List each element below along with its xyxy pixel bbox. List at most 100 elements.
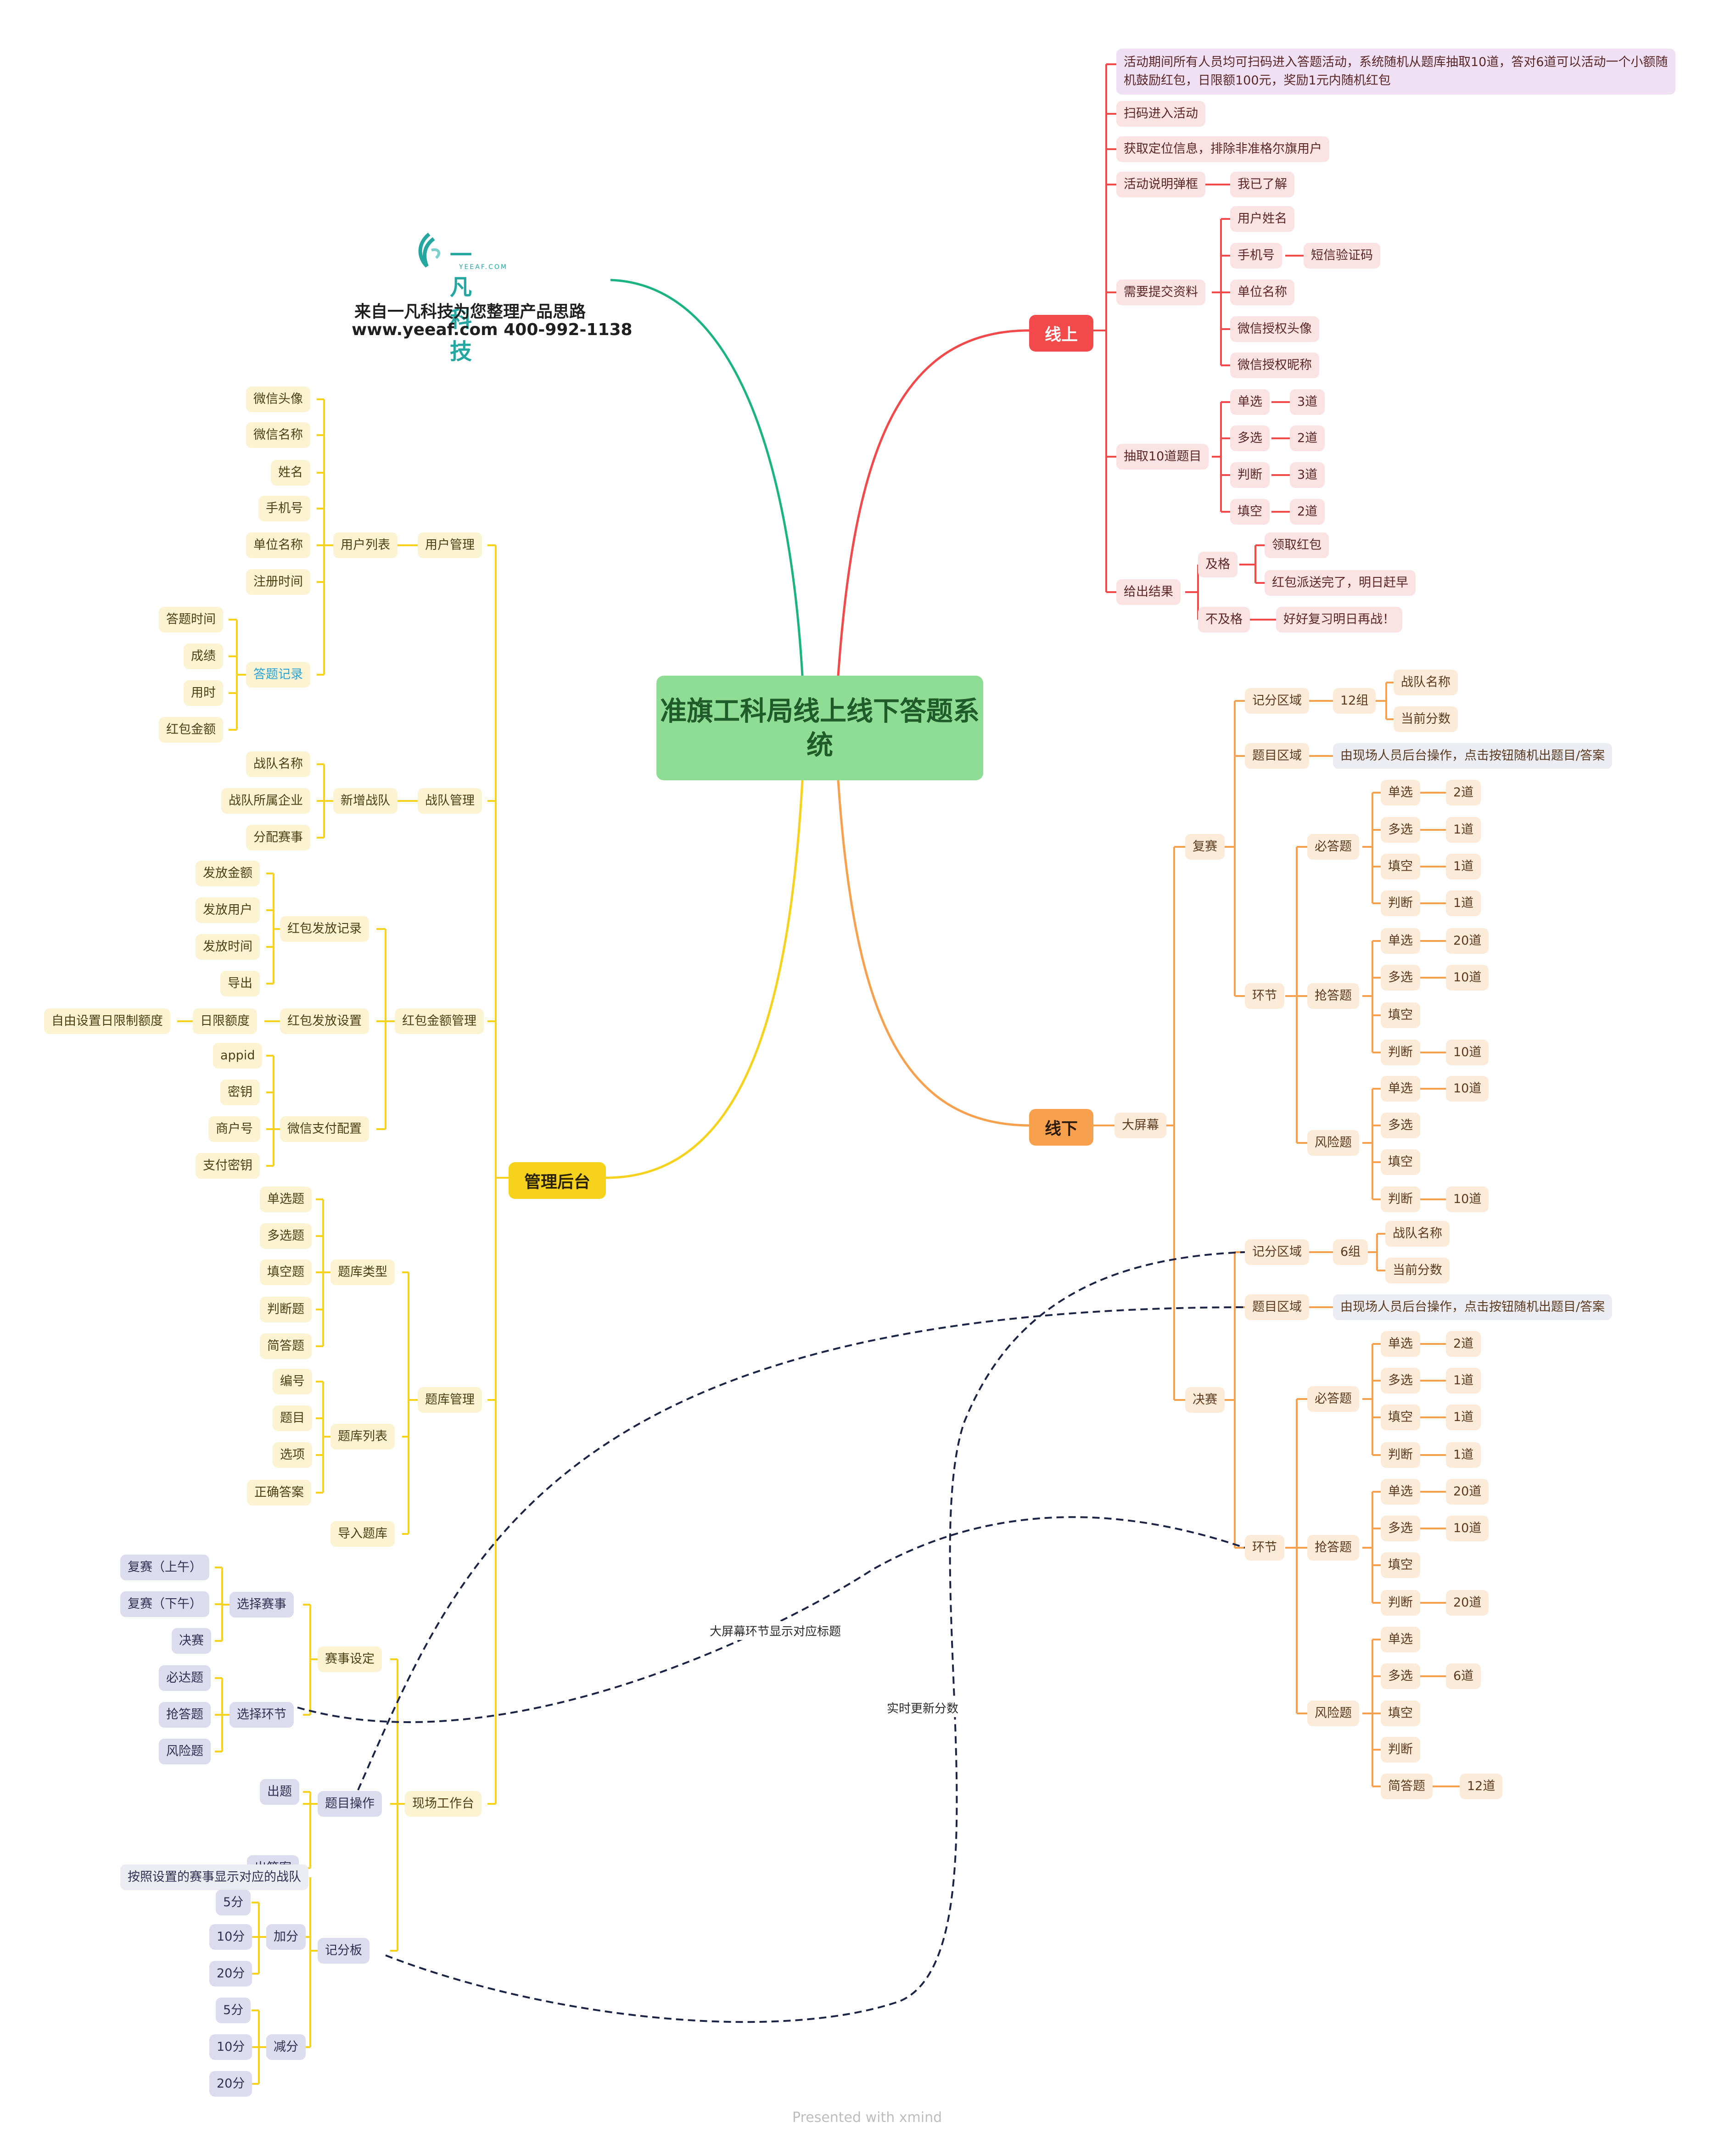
answer-field[interactable]: 用时 [184, 680, 223, 706]
rp-record-field[interactable]: 发放金额 [196, 861, 260, 886]
user-field[interactable]: 微信头像 [246, 386, 310, 412]
semi-rush-type[interactable]: 填空 [1381, 1002, 1420, 1028]
bank-type-item[interactable]: 单选题 [260, 1187, 312, 1212]
final-req-count[interactable]: 1道 [1446, 1368, 1481, 1394]
semifinal[interactable]: 复赛 [1185, 834, 1225, 860]
draw-count[interactable]: 3道 [1290, 389, 1325, 415]
fail-item[interactable]: 好好复习明日再战！ [1276, 607, 1402, 632]
admin-q-ops[interactable]: 题目操作 [318, 1791, 382, 1817]
submit-item[interactable]: 微信授权头像 [1230, 316, 1319, 342]
q-ops-item[interactable]: 出题 [260, 1779, 299, 1805]
online-popup[interactable]: 活动说明弹框 [1116, 172, 1205, 197]
admin-select-event[interactable]: 选择赛事 [230, 1592, 294, 1617]
bank-type-item[interactable]: 填空题 [260, 1259, 312, 1285]
semi-risk-count[interactable]: 10道 [1446, 1187, 1489, 1212]
user-field[interactable]: 注册时间 [246, 569, 310, 595]
final-req-count[interactable]: 1道 [1446, 1405, 1481, 1430]
admin-rp-mgmt[interactable]: 红包金额管理 [395, 1008, 484, 1034]
wx-pay-field[interactable]: 商户号 [208, 1116, 260, 1142]
submit-item[interactable]: 微信授权昵称 [1230, 353, 1319, 378]
final-rush-type[interactable]: 填空 [1381, 1552, 1420, 1578]
admin-user-list[interactable]: 用户列表 [333, 532, 398, 558]
final-question-area[interactable]: 题目区域 [1245, 1294, 1309, 1320]
admin-rp-record[interactable]: 红包发放记录 [280, 916, 369, 942]
semi-rush-type[interactable]: 多选 [1381, 965, 1420, 991]
bank-list-field[interactable]: 正确答案 [247, 1480, 311, 1506]
online-scan[interactable]: 扫码进入活动 [1116, 101, 1205, 127]
final-risk-count[interactable]: 6道 [1446, 1663, 1481, 1689]
online-submit[interactable]: 需要提交资料 [1116, 280, 1205, 305]
rp-record-field[interactable]: 发放时间 [196, 934, 260, 960]
final-rush-type[interactable]: 多选 [1381, 1516, 1420, 1541]
semi-req-type[interactable]: 单选 [1381, 780, 1420, 806]
bank-type-item[interactable]: 多选题 [260, 1223, 312, 1249]
final-rush-type[interactable]: 判断 [1381, 1590, 1420, 1616]
answer-field[interactable]: 答题时间 [159, 607, 223, 632]
admin-bank-list[interactable]: 题库列表 [330, 1424, 395, 1450]
admin-rp-setting[interactable]: 红包发放设置 [280, 1008, 369, 1034]
bank-type-item[interactable]: 判断题 [260, 1297, 312, 1322]
semi-rush-count[interactable]: 10道 [1446, 1040, 1489, 1065]
final-req-count[interactable]: 1道 [1446, 1442, 1481, 1468]
final-groups[interactable]: 6组 [1333, 1239, 1368, 1265]
admin-user-mgmt[interactable]: 用户管理 [418, 532, 482, 558]
semi-question-desc[interactable]: 由现场人员后台操作，点击按钮随机出题目/答案 [1333, 743, 1613, 769]
final-req-type[interactable]: 填空 [1381, 1405, 1420, 1430]
admin-bank-type[interactable]: 题库类型 [330, 1259, 395, 1285]
semi-stage[interactable]: 环节 [1245, 983, 1284, 1009]
final-risk-type[interactable]: 填空 [1381, 1701, 1420, 1726]
admin-event-setting[interactable]: 赛事设定 [318, 1646, 382, 1672]
admin-scoreboard[interactable]: 记分板 [318, 1938, 370, 1964]
semi-rush-type[interactable]: 判断 [1381, 1040, 1420, 1065]
offline-screen[interactable]: 大屏幕 [1114, 1113, 1166, 1138]
draw-type[interactable]: 填空 [1230, 499, 1270, 525]
branch-admin[interactable]: 管理后台 [509, 1162, 606, 1199]
submit-item[interactable]: 用户姓名 [1230, 206, 1294, 232]
result-pass[interactable]: 及格 [1198, 552, 1238, 577]
add-item[interactable]: 10分 [209, 1924, 252, 1950]
online-popup-child[interactable]: 我已了解 [1230, 172, 1294, 197]
wx-pay-field[interactable]: 密钥 [220, 1080, 260, 1105]
final-required[interactable]: 必答题 [1307, 1386, 1359, 1412]
final[interactable]: 决赛 [1185, 1387, 1225, 1413]
semi-risk-type[interactable]: 多选 [1381, 1113, 1420, 1138]
online-result[interactable]: 给出结果 [1116, 579, 1181, 605]
semi-rush[interactable]: 抢答题 [1307, 983, 1359, 1009]
rp-daily-limit[interactable]: 日限额度 [193, 1008, 257, 1034]
final-rush-count[interactable]: 20道 [1446, 1590, 1489, 1616]
online-location[interactable]: 获取定位信息，排除非准格尔旗用户 [1116, 136, 1329, 162]
pass-item[interactable]: 领取红包 [1265, 532, 1329, 558]
admin-new-team[interactable]: 新增战队 [333, 788, 398, 814]
user-field[interactable]: 微信名称 [246, 422, 310, 448]
sub-item[interactable]: 10分 [209, 2034, 252, 2060]
user-field[interactable]: 单位名称 [246, 532, 310, 558]
semi-rush-count[interactable]: 10道 [1446, 965, 1489, 991]
event-item[interactable]: 复赛（上午） [120, 1555, 209, 1580]
bank-list-field[interactable]: 题目 [273, 1405, 312, 1431]
rp-daily-limit-desc[interactable]: 自由设置日限制额度 [44, 1008, 170, 1034]
stage-item[interactable]: 抢答题 [159, 1702, 211, 1728]
final-rush-count[interactable]: 10道 [1446, 1516, 1489, 1541]
final-risk-type[interactable]: 判断 [1381, 1737, 1420, 1763]
draw-type[interactable]: 多选 [1230, 425, 1270, 451]
final-req-count[interactable]: 2道 [1446, 1331, 1481, 1357]
semi-risk-type[interactable]: 单选 [1381, 1076, 1420, 1102]
team-field[interactable]: 战队所属企业 [221, 788, 310, 814]
final-risk-type[interactable]: 简答题 [1381, 1774, 1433, 1799]
semi-req-count[interactable]: 1道 [1446, 817, 1481, 843]
draw-count[interactable]: 3道 [1290, 462, 1325, 488]
draw-count[interactable]: 2道 [1290, 499, 1325, 525]
user-field[interactable]: 手机号 [258, 496, 310, 521]
final-req-type[interactable]: 单选 [1381, 1331, 1420, 1357]
semi-required[interactable]: 必答题 [1307, 834, 1359, 860]
final-score-item[interactable]: 当前分数 [1385, 1258, 1450, 1283]
scoreboard-add[interactable]: 加分 [266, 1924, 306, 1950]
answer-field[interactable]: 成绩 [184, 644, 223, 669]
admin-wx-pay[interactable]: 微信支付配置 [280, 1116, 369, 1142]
admin-select-stage[interactable]: 选择环节 [230, 1702, 294, 1728]
bank-type-item[interactable]: 简答题 [260, 1333, 312, 1359]
admin-answer-record[interactable]: 答题记录 [246, 662, 310, 688]
wx-pay-field[interactable]: 支付密钥 [196, 1153, 260, 1179]
team-field[interactable]: 战队名称 [246, 751, 310, 777]
final-risk-type[interactable]: 单选 [1381, 1627, 1420, 1652]
